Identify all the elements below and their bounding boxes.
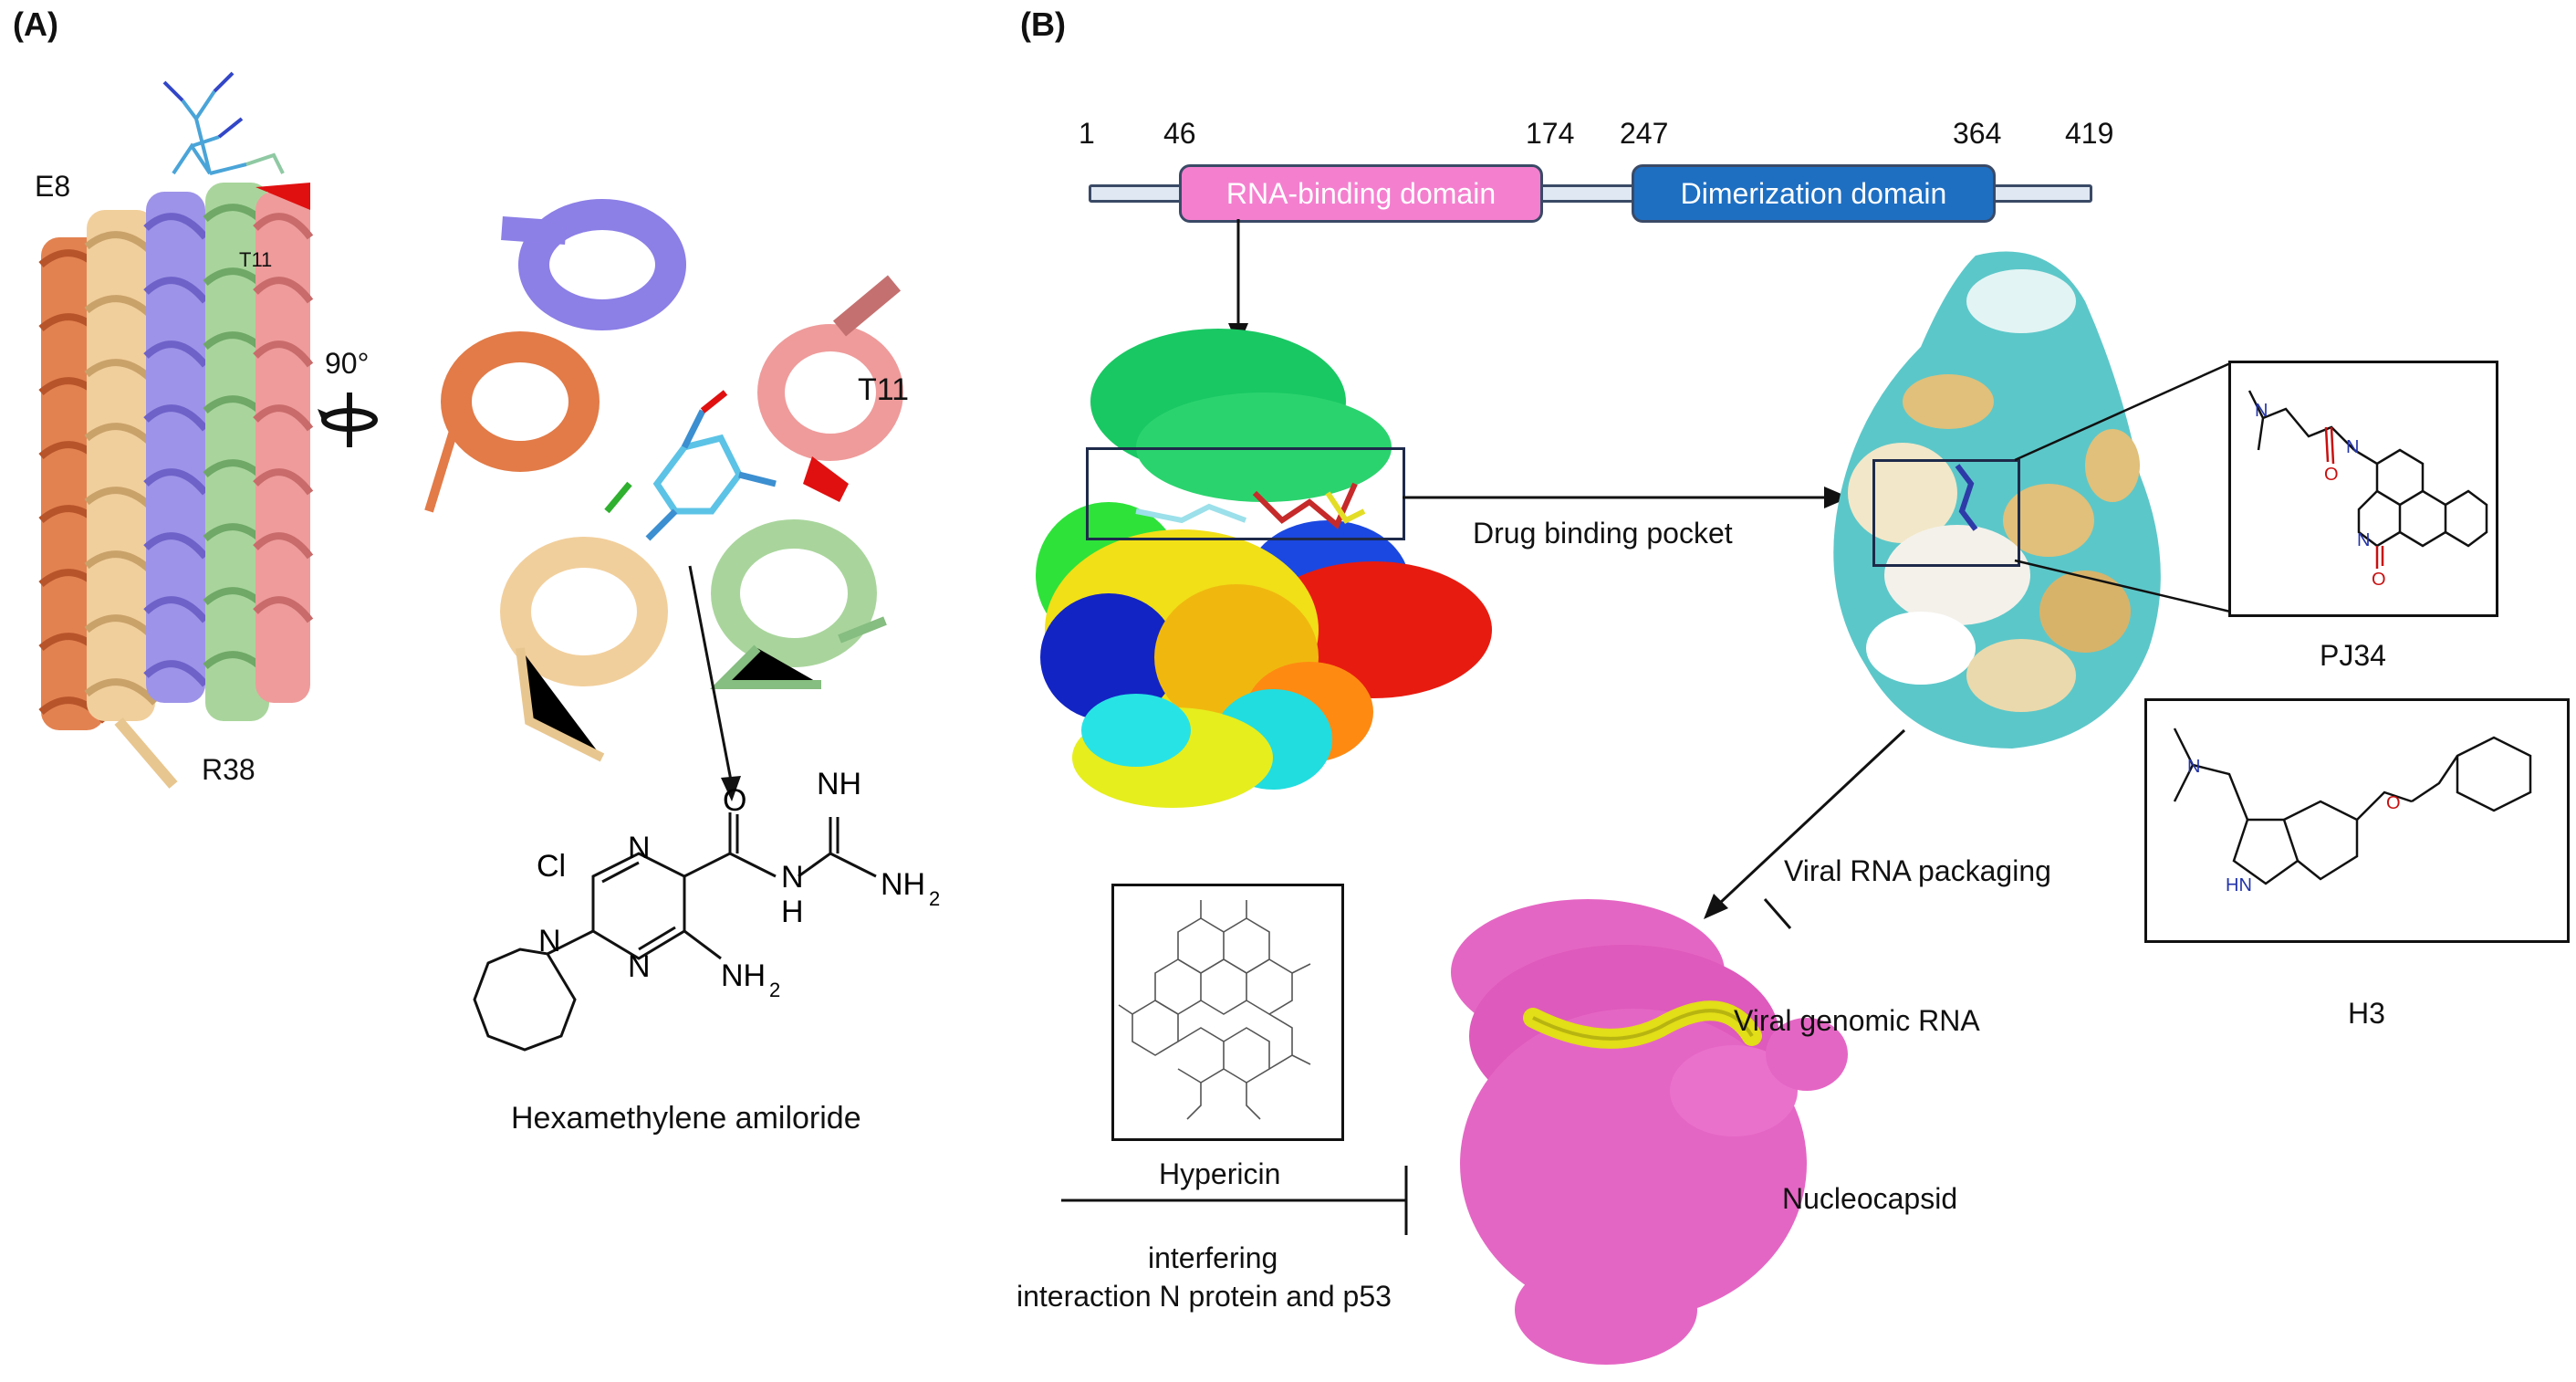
hypericin-structure-box <box>1111 884 1344 1141</box>
label-t11-side: T11 <box>239 248 273 271</box>
rna-domain-surface-model <box>1036 329 1492 808</box>
h3-structure-box: N HN O <box>2144 698 2570 943</box>
zoom-lines <box>2014 361 2231 613</box>
helix-green <box>203 183 273 721</box>
ligand-stick-model <box>162 71 285 175</box>
svg-text:O: O <box>2386 793 2401 813</box>
label-viral-rna-packaging: Viral RNA packaging <box>1784 854 2051 887</box>
label-drug-binding-pocket: Drug binding pocket <box>1473 517 1733 550</box>
arrow-to-compound <box>688 565 741 801</box>
dimerization-domain-box: Dimerization domain <box>1632 164 1996 223</box>
helix-pink <box>253 183 314 703</box>
helix-purple-top <box>501 199 686 330</box>
atom-n2: N <box>628 949 651 984</box>
svg-text:N: N <box>2255 401 2268 421</box>
panel-b-tag: (B) <box>1020 5 1066 43</box>
arrow-to-pocket <box>1403 487 1850 508</box>
panel-a-tag: (A) <box>13 5 58 43</box>
label-t11-top: T11 <box>858 372 910 407</box>
atom-h-mid: H <box>781 895 804 929</box>
compound-label-hexamethylene-amiloride: Hexamethylene amiloride <box>511 1101 861 1136</box>
label-h3: H3 <box>2348 997 2385 1030</box>
helix-pink-top <box>757 275 903 502</box>
svg-text:N: N <box>2346 437 2359 457</box>
rna-binding-domain-box: RNA-binding domain <box>1179 164 1543 223</box>
pos-1: 1 <box>1079 117 1095 150</box>
label-interfering-line2: interaction N protein and p53 <box>1017 1280 1392 1313</box>
pocket-highlight-box <box>1086 447 1405 540</box>
hydrophobic-pocket-box <box>1872 459 2020 567</box>
pj34-structure: N N O N O <box>2247 390 2488 590</box>
rotation-arrow-icon <box>318 393 378 447</box>
helix-purple <box>143 192 209 703</box>
hydrophobicity-surface-model <box>1833 251 2161 749</box>
nucleocapsid-surface-model <box>1451 899 1848 1365</box>
atom-n1: N <box>628 831 651 865</box>
label-hypericin: Hypericin <box>1159 1157 1281 1190</box>
side-view-helix-bundle <box>38 71 314 789</box>
rna-binding-domain-label: RNA-binding domain <box>1225 176 1497 210</box>
pos-419: 419 <box>2065 117 2114 150</box>
atom-nh2-bottom-sub: 2 <box>769 979 780 1001</box>
label-pj34: PJ34 <box>2320 639 2386 672</box>
arrow-to-nucleocapsid <box>1704 728 1906 929</box>
hypericin-structure <box>1118 900 1311 1120</box>
top-view-helix-bundle <box>424 199 903 762</box>
atom-nh2-right: NH <box>881 867 925 902</box>
arrow-down-rna-domain <box>1228 219 1248 347</box>
helix-green-top <box>709 519 887 689</box>
atom-n-mid: N <box>781 860 804 895</box>
pos-247: 247 <box>1620 117 1669 150</box>
atom-cl: Cl <box>537 849 566 884</box>
pos-364: 364 <box>1953 117 2002 150</box>
ligand-top-stick <box>604 390 777 541</box>
label-interfering-line1: interfering <box>1148 1241 1278 1274</box>
label-e8: E8 <box>35 170 71 203</box>
dimerization-domain-label: Dimerization domain <box>1680 176 1947 210</box>
svg-text:HN: HN <box>2226 875 2252 895</box>
pos-46: 46 <box>1163 117 1196 150</box>
helix-tan-top <box>500 537 668 762</box>
atom-nh2-right-sub: 2 <box>929 887 940 910</box>
atom-n3: N <box>538 924 561 958</box>
svg-text:O: O <box>2372 570 2386 590</box>
helix-tan <box>84 210 178 789</box>
label-r38: R38 <box>202 753 256 786</box>
atom-nh2-bottom: NH <box>721 958 766 993</box>
svg-text:N: N <box>2187 757 2200 777</box>
atom-o: O <box>723 783 746 818</box>
pos-174: 174 <box>1526 117 1575 150</box>
rotation-label: 90° <box>325 347 370 380</box>
svg-text:O: O <box>2324 465 2339 485</box>
atom-nh-top: NH <box>817 767 861 801</box>
h3-structure: N HN O <box>2173 728 2532 895</box>
svg-text:N: N <box>2357 530 2370 550</box>
helix-orange-top <box>424 331 600 513</box>
hexamethylene-amiloride-structure: Cl N N N O N H NH NH 2 NH 2 <box>473 767 940 1052</box>
label-nucleocapsid: Nucleocapsid <box>1782 1182 1958 1215</box>
label-viral-genomic-rna: Viral genomic RNA <box>1734 1004 1980 1037</box>
pj34-structure-box: N N O N O <box>2228 361 2498 617</box>
inhibition-line <box>1061 1166 1408 1235</box>
